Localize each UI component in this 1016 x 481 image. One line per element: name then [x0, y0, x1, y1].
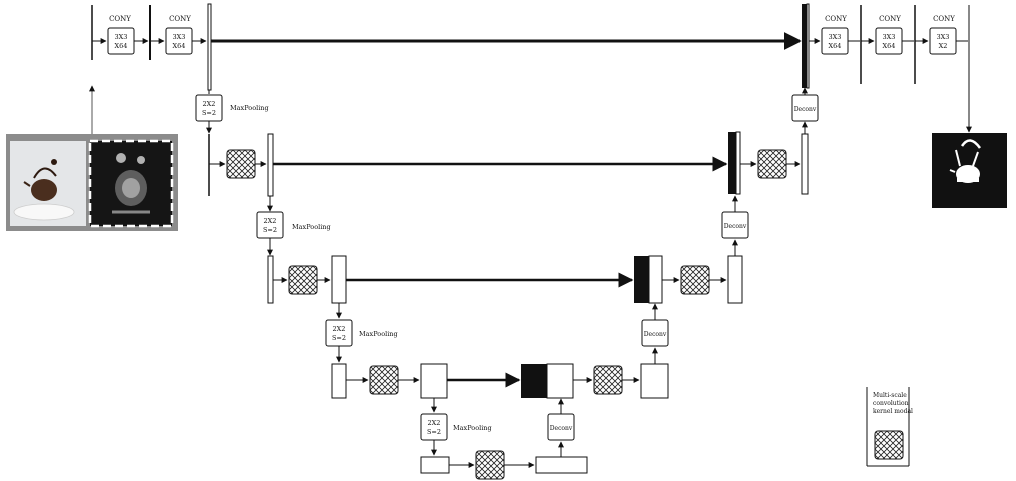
deconv-block-3: Deconv — [641, 319, 669, 347]
conv-label-1: CONY — [109, 15, 131, 23]
svg-text:2X2: 2X2 — [203, 100, 216, 108]
conv-block-1: CONY 3X3 X64 — [107, 15, 135, 55]
svg-text:S=2: S=2 — [332, 334, 346, 342]
svg-text:Deconv: Deconv — [550, 425, 573, 432]
svg-text:X64: X64 — [883, 42, 896, 50]
maxpool-block-3: 2X2 S=2 MaxPooling — [325, 319, 398, 347]
level-4-encoder: 2X2 S=2 MaxPooling — [331, 363, 521, 456]
level-1-decoder: CONY 3X3 X64 CONY 3X3 X64 CONY 3X3 X2 — [802, 3, 972, 133]
feature-bar-4b — [420, 363, 448, 399]
svg-text:X64: X64 — [173, 42, 186, 50]
svg-text:3X3: 3X3 — [937, 33, 950, 41]
maxpool-label-2: MaxPooling — [292, 223, 331, 231]
svg-text:Deconv: Deconv — [724, 223, 747, 230]
maxpool-block-1: 2X2 S=2 MaxPooling — [195, 94, 269, 122]
feature-bar-5a — [420, 456, 450, 474]
conv-block-3: CONY 3X3 X64 — [821, 15, 849, 55]
legend-line-1: Multi-scale — [873, 392, 907, 399]
svg-text:3X3: 3X3 — [115, 33, 128, 41]
deconv-block-1: Deconv — [791, 94, 819, 122]
saliency-map — [88, 139, 174, 228]
concat-bar-3 — [634, 256, 649, 303]
svg-text:X64: X64 — [829, 42, 842, 50]
level-5-bottleneck: Deconv — [420, 398, 588, 480]
input-image-panel — [6, 134, 178, 231]
multiscale-kernel-3a — [288, 265, 318, 295]
multiscale-kernel-4a — [369, 365, 399, 395]
level-2-decoder: Deconv — [728, 87, 819, 195]
svg-text:3X3: 3X3 — [173, 33, 186, 41]
maxpool-block-2: 2X2 S=2 MaxPooling — [256, 211, 331, 239]
feature-bar-1b — [207, 3, 212, 91]
feature-bar-3a — [267, 255, 274, 304]
svg-text:2X2: 2X2 — [428, 419, 441, 427]
feature-bar-2b — [267, 133, 274, 197]
svg-text:S=2: S=2 — [202, 109, 216, 117]
concat-bar-1 — [802, 4, 807, 88]
svg-text:Deconv: Deconv — [644, 331, 667, 338]
svg-text:2X2: 2X2 — [333, 325, 346, 333]
feature-bar-2c — [801, 133, 809, 195]
multiscale-kernel-3b — [680, 265, 710, 295]
svg-text:CONY: CONY — [169, 15, 191, 23]
conv-block-5: CONY 3X3 X2 — [929, 15, 957, 55]
maxpool-block-4: 2X2 S=2 MaxPooling — [420, 413, 492, 441]
multiscale-kernel-2a — [226, 149, 256, 179]
multiscale-kernel-2b — [757, 149, 787, 179]
svg-text:X64: X64 — [115, 42, 128, 50]
svg-text:3X3: 3X3 — [829, 33, 842, 41]
deconv-block-4: Deconv — [547, 413, 575, 441]
svg-text:X2: X2 — [939, 42, 948, 50]
feature-bar-4c — [640, 363, 669, 399]
conv-block-2: CONY 3X3 X64 — [165, 15, 193, 55]
legend: Multi-scale convolution kernel modal — [866, 387, 913, 467]
legend-line-3: kernel modal — [873, 408, 913, 415]
feature-bar-4a — [331, 363, 347, 399]
output-mask — [932, 133, 1007, 208]
input-photo — [10, 141, 86, 226]
level-3-decoder: Deconv — [634, 195, 749, 304]
svg-text:CONY: CONY — [879, 15, 901, 23]
maxpool-label-3: MaxPooling — [359, 330, 398, 338]
multiscale-kernel-4b — [593, 365, 623, 395]
level-3-encoder: 2X2 S=2 MaxPooling — [267, 255, 634, 363]
maxpool-label-4: MaxPooling — [453, 424, 492, 432]
feature-bar-3b — [331, 255, 347, 304]
legend-kernel-icon — [874, 430, 904, 460]
legend-line-2: convolution — [873, 400, 909, 407]
level-1-encoder: CONY 3X3 X64 CONY 3X3 X64 2X2 S=2 MaxPoo… — [91, 3, 802, 134]
feature-bar-5b — [535, 456, 588, 474]
svg-text:CONY: CONY — [933, 15, 955, 23]
svg-text:CONY: CONY — [825, 15, 847, 23]
level-2-encoder: 2X2 S=2 MaxPooling — [208, 133, 728, 256]
svg-text:Deconv: Deconv — [794, 106, 817, 113]
svg-text:S=2: S=2 — [427, 428, 441, 436]
concat-bar-4 — [521, 364, 547, 398]
multiscale-kernel-5 — [475, 450, 505, 480]
deconv-block-2: Deconv — [721, 211, 749, 239]
concat-bar-2 — [728, 132, 736, 194]
maxpool-label-1: MaxPooling — [230, 104, 269, 112]
svg-text:3X3: 3X3 — [883, 33, 896, 41]
svg-text:S=2: S=2 — [263, 226, 277, 234]
svg-text:2X2: 2X2 — [264, 217, 277, 225]
feature-bar-3c — [727, 255, 743, 304]
level-4-decoder: Deconv — [521, 303, 669, 399]
conv-block-4: CONY 3X3 X64 — [875, 15, 903, 55]
